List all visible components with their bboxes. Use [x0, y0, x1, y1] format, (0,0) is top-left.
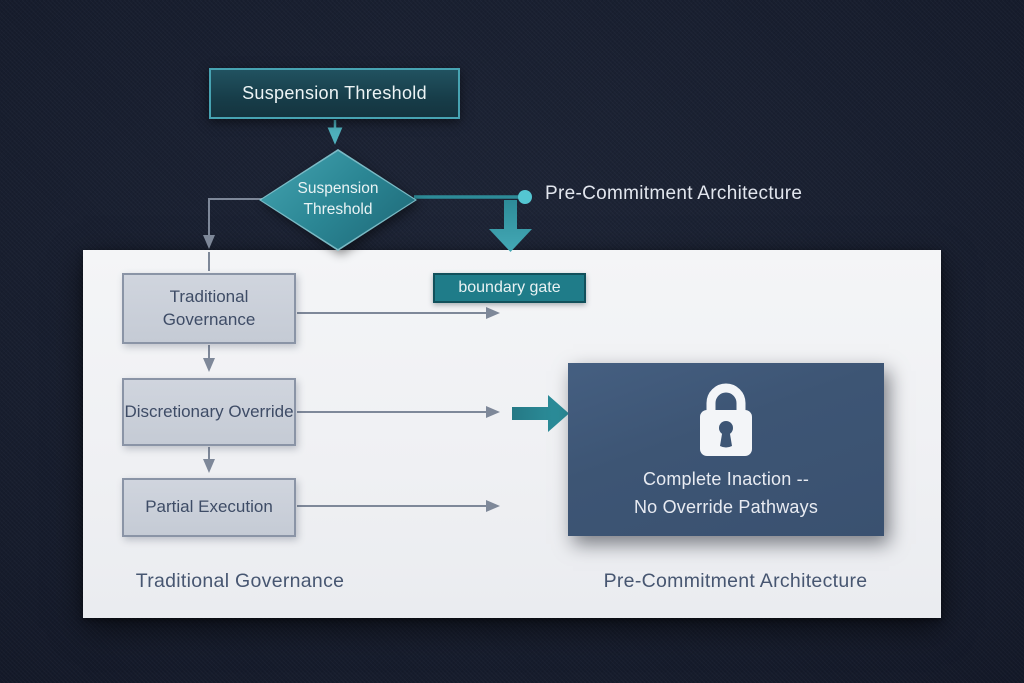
suspension-threshold-box-label: Suspension Threshold — [242, 83, 427, 103]
discretionary-override-box: Discretionary Override — [122, 378, 296, 446]
traditional-governance-box: Traditional Governance — [122, 273, 296, 344]
complete-inaction-line1: Complete Inaction -- — [642, 469, 810, 489]
suspension-threshold-box: Suspension Threshold — [209, 68, 460, 119]
boundary-gate-label-box: boundary gate — [433, 273, 586, 303]
partial-execution-box-label: Partial Execution — [145, 497, 273, 517]
precommitment-architecture-column-label: Pre-Commitment Architecture — [603, 569, 868, 592]
traditional-governance-box-label: Traditional Governance — [162, 287, 256, 329]
boundary-gate-label: boundary gate — [458, 279, 561, 296]
partial-execution-box: Partial Execution — [122, 478, 296, 537]
diamond-label-line1: Suspension — [297, 180, 379, 198]
complete-inaction-line2: No Override Pathways — [633, 497, 819, 517]
lock-icon — [690, 380, 762, 456]
complete-inaction-box: Complete Inaction -- No Override Pathway… — [568, 363, 884, 536]
precommitment-architecture-heading: Pre-Commitment Architecture — [545, 183, 803, 204]
traditional-governance-column-label: Traditional Governance — [135, 569, 345, 592]
diamond-body: Suspension Threshold — [261, 151, 415, 249]
diamond-label-line2: Threshold — [303, 201, 373, 218]
discretionary-override-box-label: Discretionary Override — [124, 401, 294, 421]
suspension-threshold-diamond: Suspension Threshold — [259, 149, 417, 251]
